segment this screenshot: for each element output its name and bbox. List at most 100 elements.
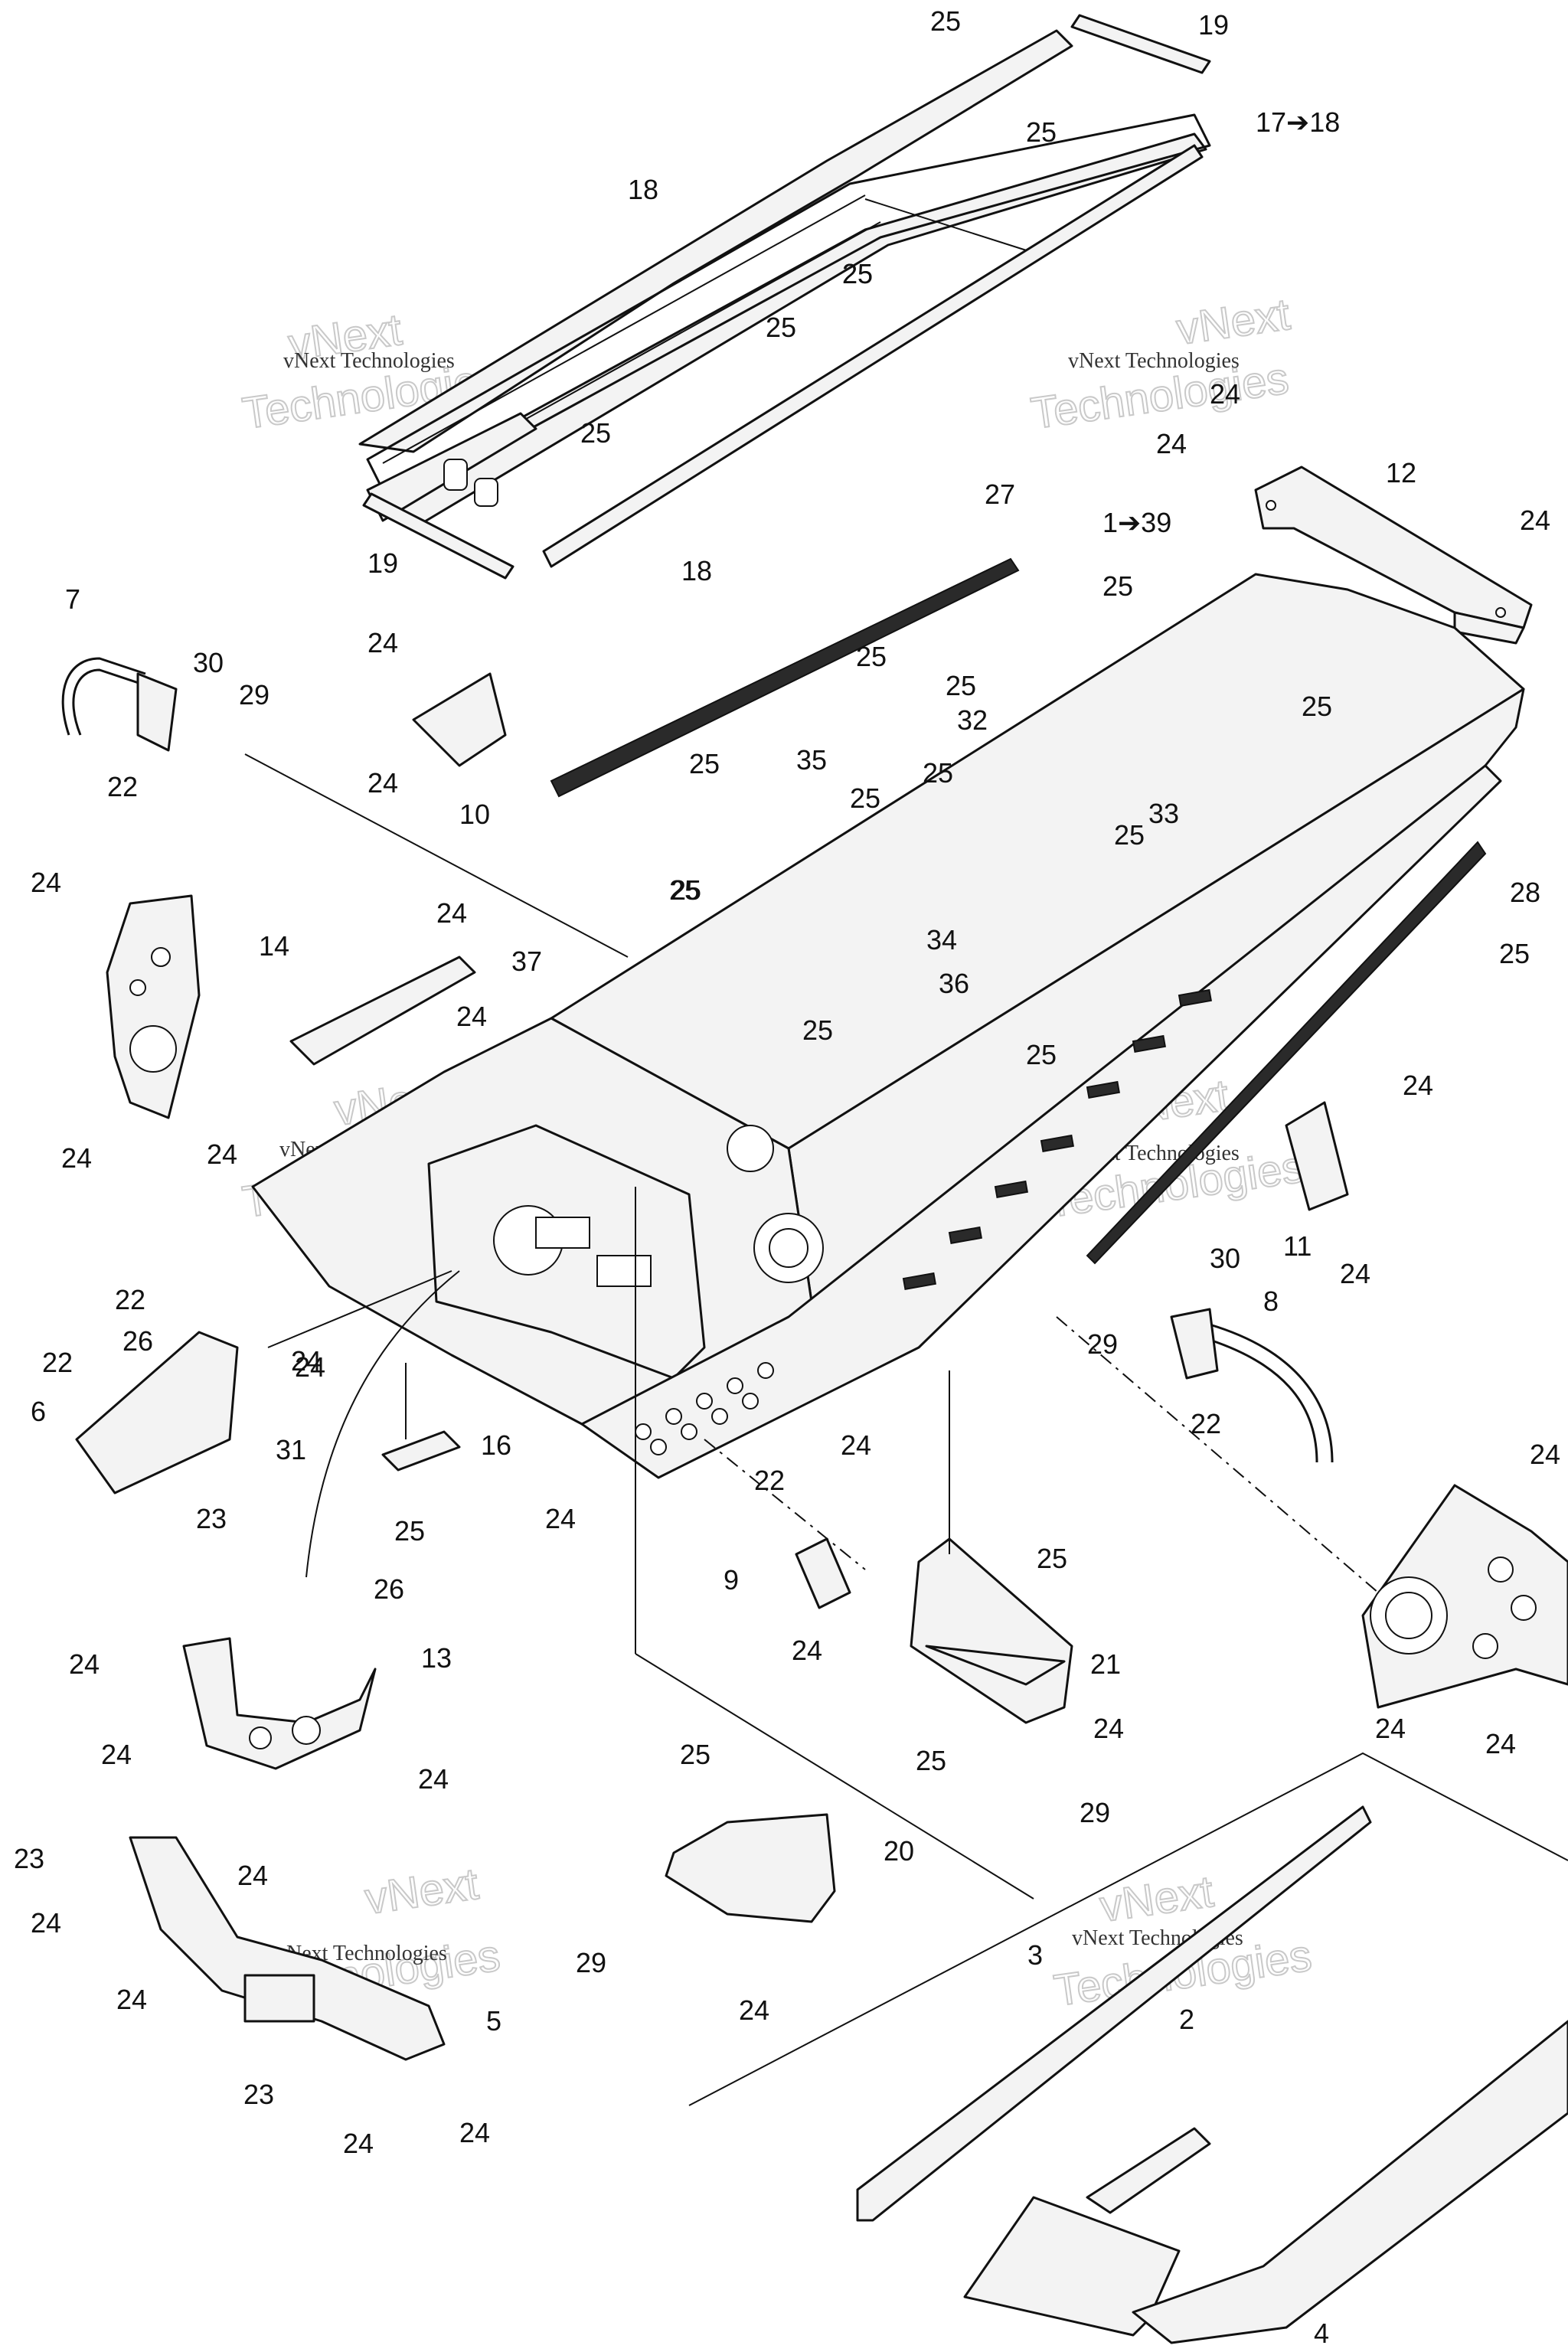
callout-25-t: 25	[394, 1515, 425, 1547]
callout-19-a: 19	[1198, 9, 1229, 41]
callout-9: 9	[724, 1564, 739, 1596]
callout-25-e: 25	[580, 417, 611, 449]
part-running-board-top	[358, 14, 1211, 580]
callout-25-j: 25	[1302, 691, 1332, 722]
callout-31: 31	[276, 1434, 306, 1465]
callout-25-f: 25	[842, 258, 873, 289]
callout-29-c: 29	[1080, 1797, 1110, 1828]
callout-8: 8	[1263, 1285, 1279, 1317]
callout-24-v: 24	[69, 1648, 100, 1680]
part-bracket-10	[412, 672, 507, 767]
callout-18-a: 18	[628, 174, 658, 205]
callout-25-i: 25	[946, 670, 976, 701]
part-bracket-12	[1254, 466, 1533, 645]
callout-25-v: 25	[916, 1745, 946, 1776]
callout-26-b: 26	[374, 1573, 404, 1605]
callout-labels: 25 19 17➔18 25 18 25 25 25 25 19 18 24 2…	[14, 5, 1560, 2349]
watermark-big-3: vNext	[1174, 289, 1293, 354]
callout-24-k: 24	[207, 1138, 237, 1170]
callout-24-ac: 24	[459, 2117, 490, 2148]
callout-37: 37	[511, 946, 542, 977]
callout-25-h: 25	[856, 641, 887, 672]
callout-24-m: 24	[291, 1345, 322, 1377]
callout-32: 32	[957, 704, 988, 736]
part-handle-8	[1170, 1308, 1334, 1463]
tunnel-slot-row	[902, 988, 1212, 1290]
callout-10: 10	[459, 799, 490, 830]
callout-25-k: 25	[923, 757, 953, 789]
callout-6: 6	[31, 1396, 46, 1427]
callout-19-b: 19	[368, 547, 398, 579]
part-plate-16	[381, 1430, 461, 1472]
watermark-caption-1: vNext Technologies	[283, 349, 455, 373]
callout-24-u: 24	[1485, 1728, 1516, 1759]
callout-24-aa: 24	[116, 1984, 147, 2015]
callout-24-c: 24	[1520, 505, 1550, 536]
callout-22-d: 22	[42, 1347, 73, 1378]
callout-36: 36	[939, 968, 969, 999]
callout-25-c: 25	[842, 258, 873, 289]
part-plate-14	[106, 894, 201, 1119]
callout-24-r: 24	[1093, 1713, 1124, 1744]
callout-25-w: 25	[680, 1739, 710, 1770]
callout-23-a: 23	[196, 1503, 227, 1534]
callout-25-p: 25	[669, 874, 700, 906]
callout-21: 21	[1090, 1648, 1121, 1680]
callout-34: 34	[926, 924, 957, 956]
callout-25-l: 25	[689, 748, 720, 779]
callout-24-i: 24	[61, 1142, 92, 1174]
callout-20: 20	[884, 1835, 914, 1867]
callout-29-a: 29	[239, 679, 270, 710]
callout-24-z: 24	[31, 1907, 61, 1939]
callout-24-l: 24	[1340, 1258, 1370, 1289]
callout-24-d: 24	[368, 627, 398, 658]
callout-25-m: 25	[850, 782, 880, 814]
watermark-big-11: vNext	[1097, 1867, 1217, 1932]
callout-27: 27	[985, 479, 1015, 510]
callout-30-a: 30	[193, 647, 224, 678]
callout-24-e: 24	[368, 767, 398, 799]
callout-25-a: 25	[930, 5, 961, 37]
callout-25-r: 25	[1499, 938, 1530, 969]
callout-25-q: 25	[802, 1014, 833, 1046]
callout-29-b: 29	[1087, 1328, 1118, 1360]
callout-30-b: 30	[1210, 1243, 1240, 1274]
callout-24-b: 24	[1156, 428, 1187, 459]
callout-22-c: 22	[115, 1284, 145, 1315]
callout-24-o: 24	[545, 1503, 576, 1534]
inset-assembly	[688, 1752, 1568, 2344]
callout-23-c: 23	[243, 2079, 274, 2110]
callout-24-s: 24	[1530, 1439, 1560, 1470]
callout-24-ad: 24	[739, 1994, 769, 2026]
callout-24-w: 24	[101, 1739, 132, 1770]
callout-12: 12	[1386, 457, 1416, 488]
callout-14: 14	[259, 930, 289, 962]
callout-24-j: 24	[1403, 1070, 1433, 1101]
part-right-plate	[1361, 1484, 1568, 1709]
callout-25-g: 25	[1102, 570, 1133, 602]
callout-25-n: 25	[1114, 819, 1145, 851]
callout-7: 7	[65, 583, 80, 615]
callout-22-b: 22	[1191, 1408, 1221, 1439]
leader-lines	[244, 753, 1379, 1900]
callout-24-n: 24	[295, 1351, 325, 1383]
callout-11: 11	[1283, 1230, 1312, 1262]
callout-13: 13	[421, 1642, 452, 1674]
callout-29-d: 29	[576, 1947, 606, 1978]
callout-25-d: 25	[766, 312, 796, 343]
callout-16: 16	[481, 1429, 511, 1461]
part-slide-rails	[550, 557, 1487, 1265]
part-strap-37	[289, 956, 476, 1066]
callout-25-o: 25	[671, 874, 701, 906]
tunnel-cooler-holes	[635, 1362, 774, 1455]
part-handle-7	[61, 657, 178, 752]
part-bracket-5	[129, 1836, 446, 2061]
watermark-big-9: vNext	[362, 1859, 482, 1924]
callout-24-y: 24	[237, 1860, 268, 1891]
callout-24-a: 24	[1210, 378, 1240, 410]
callout-22-e: 22	[754, 1465, 785, 1496]
part-bracket-11	[1285, 1101, 1349, 1211]
callout-5: 5	[486, 2005, 501, 2037]
callout-25-s: 25	[1026, 1039, 1057, 1070]
